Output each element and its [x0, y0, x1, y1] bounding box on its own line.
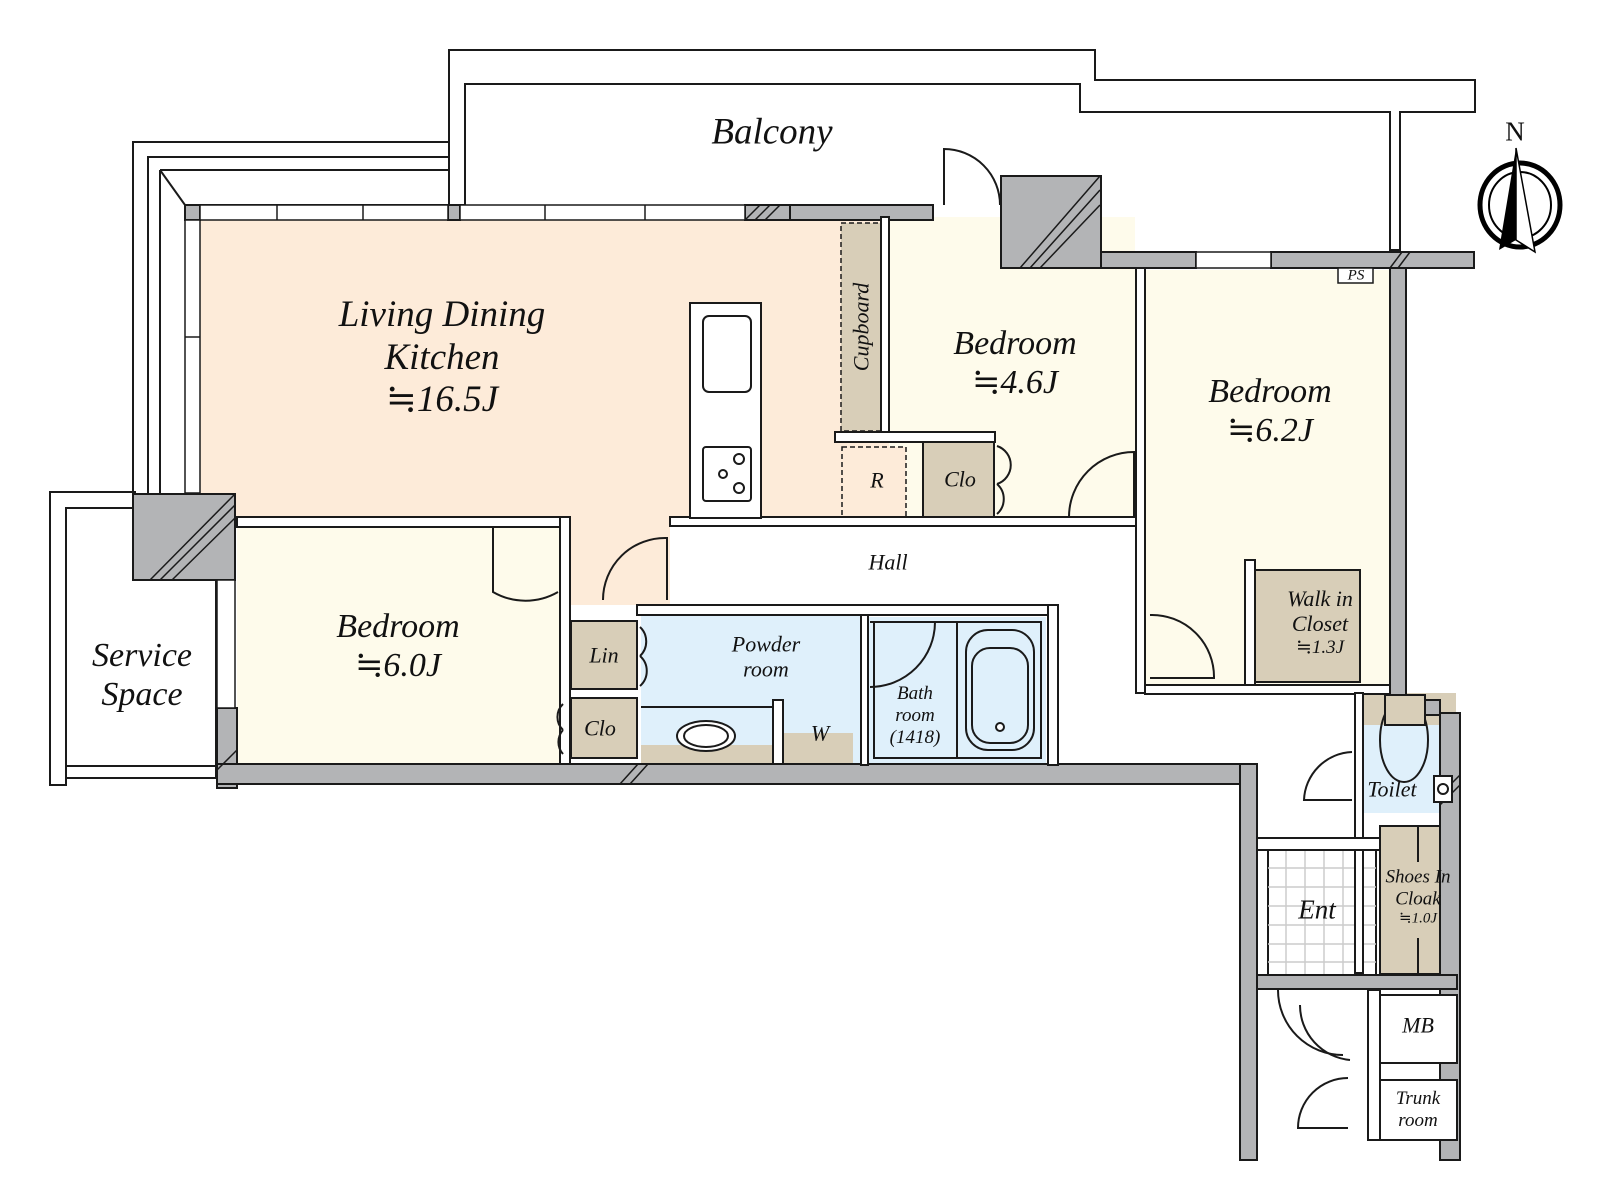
bath-line2: room [895, 705, 935, 727]
cupboard-label: Cupboard [848, 282, 874, 372]
entrance-label: Ent [1298, 894, 1336, 925]
shoes-area: ≒1.0J [1399, 910, 1437, 927]
balcony-label: Balcony [711, 111, 833, 153]
compass-icon [1477, 147, 1563, 254]
walk-in-closet-label: Walk in Closet ≒1.3J [1287, 586, 1353, 658]
bath-size: (1418) [889, 726, 941, 748]
bath-line1: Bath [897, 683, 933, 705]
ldk-area: ≒16.5J [385, 379, 499, 421]
ldk-floor [199, 217, 889, 520]
wic-area: ≒1.3J [1295, 636, 1345, 658]
compass-north-label: N [1505, 116, 1525, 147]
bedroom-west-area: ≒6.0J [354, 647, 442, 684]
shoes-line1: Shoes In [1385, 866, 1451, 888]
toilet-fixture [1379, 694, 1453, 803]
service-line2: Space [101, 676, 183, 713]
closet-west-label: Clo [584, 715, 616, 741]
toilet-label: Toilet [1367, 776, 1417, 802]
shoes-line2: Cloak [1395, 888, 1441, 910]
pipe-space-box [1337, 267, 1374, 284]
powder-room-label: Powder room [732, 632, 800, 683]
closet-north-label: Clo [944, 466, 976, 492]
trunk-line2: room [1398, 1110, 1438, 1131]
bedroom-east-label: Bedroom ≒6.2J [1208, 372, 1331, 450]
ldk-name-line2: Kitchen [384, 336, 500, 378]
bedroom-east-area: ≒6.2J [1226, 412, 1314, 449]
kitchen-counter [689, 302, 762, 519]
walls [132, 175, 1475, 1161]
cupboard [840, 222, 882, 432]
bedroom-west-floor [237, 527, 562, 764]
service-line1: Service [91, 636, 193, 674]
balcony-outline [448, 49, 1476, 251]
bedroom-west-label: Bedroom ≒6.0J [336, 607, 459, 685]
doors [492, 147, 1353, 1129]
service-space-label: Service Space [92, 636, 192, 714]
bathroom-label: Bath room (1418) [890, 683, 941, 749]
wic-line1: Walk in [1287, 585, 1353, 611]
ldk-name-line1: Living Dining [338, 294, 546, 336]
bathtub [873, 621, 1042, 759]
washer-label: W [810, 720, 830, 746]
linen-label: Lin [589, 642, 619, 668]
powder-line1: Powder [731, 631, 801, 657]
trunk-line1: Trunk [1395, 1088, 1441, 1110]
hall-label: Hall [868, 549, 908, 575]
powder-line2: room [743, 657, 789, 682]
trunk-room-label: Trunk room [1396, 1088, 1440, 1132]
meter-box-label: MB [1402, 1012, 1434, 1038]
fridge-space [841, 446, 907, 518]
bedroom-west-name: Bedroom [336, 607, 460, 645]
pipe-space-label: PS [1347, 267, 1365, 284]
fridge-label: R [870, 467, 884, 493]
sink [641, 699, 784, 765]
bedroom-north-name: Bedroom [953, 324, 1077, 362]
wic-line2: Closet [1291, 611, 1349, 637]
shoes-cloak-label: Shoes In Cloak ≒1.0J [1386, 867, 1451, 928]
bedroom-north-label: Bedroom ≒4.6J [953, 324, 1076, 402]
ldk-label: Living Dining Kitchen ≒16.5J [339, 294, 546, 422]
bedroom-east-name: Bedroom [1208, 372, 1332, 410]
bedroom-north-area: ≒4.6J [971, 364, 1059, 401]
